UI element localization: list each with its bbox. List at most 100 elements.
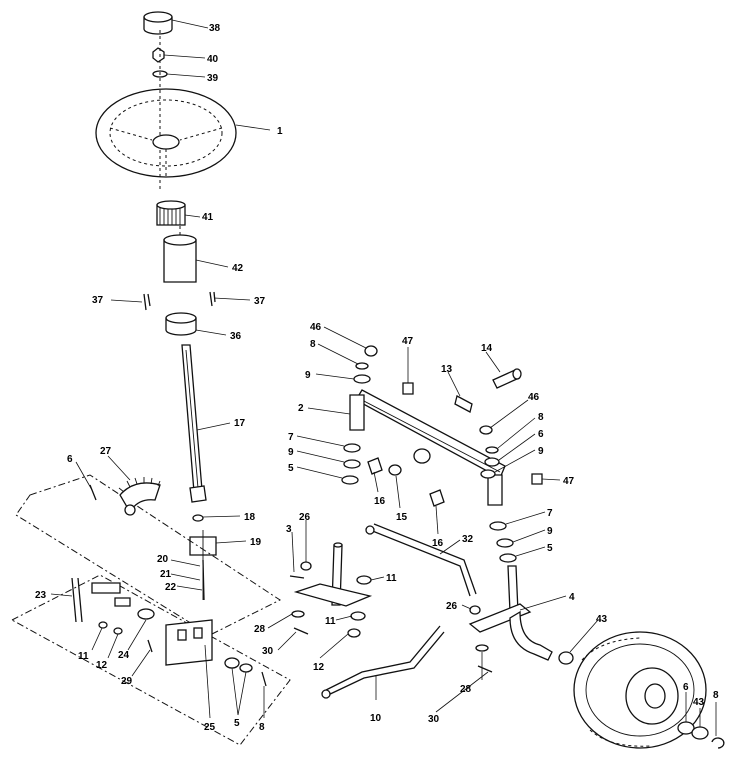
spacer-part	[114, 597, 131, 607]
washer-5-right-part	[499, 553, 517, 563]
washer-6-right-part	[484, 457, 500, 467]
column-sleeve-part	[163, 226, 197, 283]
callout-5-right: 5	[547, 543, 553, 554]
washer-43-outer-part	[691, 726, 709, 740]
callout-27: 27	[100, 446, 112, 457]
pin-16-left-part	[367, 457, 383, 475]
washer-11-lower-part	[350, 611, 366, 621]
callout-21: 21	[160, 569, 172, 580]
callout-41: 41	[202, 212, 214, 223]
callout-47-left: 47	[402, 336, 414, 347]
clip-8-lower-part	[261, 671, 267, 687]
callout-1: 1	[277, 126, 283, 137]
bushing-13-part	[454, 395, 473, 413]
clip-8-outer-part	[711, 737, 725, 749]
callout-38: 38	[209, 23, 221, 34]
callout-9-right: 9	[538, 446, 544, 457]
washers-5-part	[224, 657, 253, 673]
callout-16-left: 16	[374, 496, 386, 507]
callout-8-outer: 8	[713, 690, 719, 701]
callout-4: 4	[569, 592, 575, 603]
pinion-part	[192, 514, 204, 522]
callout-11-left: 11	[78, 651, 89, 662]
bearing-15-part	[388, 464, 402, 476]
callout-6-right: 6	[538, 429, 544, 440]
sector-gear-part	[118, 477, 161, 516]
pin-29-part	[147, 639, 153, 653]
steering-wheel-part	[95, 88, 237, 178]
axle-bar-part	[355, 389, 506, 479]
pin-30-right-part	[477, 665, 493, 673]
callout-25: 25	[204, 722, 216, 733]
washer-43-inner-part	[558, 651, 574, 665]
grease-fitting-right-part	[531, 473, 543, 485]
callout-10: 10	[370, 713, 382, 724]
washer-5-left-part	[341, 475, 359, 485]
washer-7-right-part	[489, 521, 507, 531]
support-bracket-part	[165, 619, 213, 666]
callout-18: 18	[244, 512, 256, 523]
callout-6-left: 6	[67, 454, 73, 465]
nut-12-left-part	[113, 627, 123, 635]
callout-7-left: 7	[288, 432, 294, 443]
bushing-part	[165, 312, 197, 336]
callout-47-right: 47	[563, 476, 575, 487]
callout-19: 19	[250, 537, 262, 548]
callout-37-left: 37	[92, 295, 104, 306]
washer-9b-right-part	[496, 538, 514, 548]
drag-link-32-part	[365, 523, 477, 597]
callout-15: 15	[396, 512, 408, 523]
callout-8-left: 8	[310, 339, 316, 350]
callout-2: 2	[298, 403, 304, 414]
callout-24: 24	[118, 650, 130, 661]
callout-40: 40	[207, 54, 219, 65]
steering-shaft-part	[181, 344, 207, 503]
cap-46-left-part	[364, 345, 378, 357]
washer-7-left-part	[343, 443, 361, 453]
callout-43-outer: 43	[693, 697, 705, 708]
leader-lines	[50, 19, 717, 736]
callout-8-right: 8	[538, 412, 544, 423]
callout-28-right: 28	[460, 684, 472, 695]
callout-11-lower: 11	[325, 616, 336, 627]
sector-group-outline	[15, 474, 281, 636]
callout-7-right: 7	[547, 508, 553, 519]
bolt-23-part	[71, 577, 83, 623]
callout-46-right: 46	[528, 392, 540, 403]
callout-11-center: 11	[386, 573, 397, 584]
callout-22: 22	[165, 582, 177, 593]
cap-46-right-part	[479, 425, 493, 435]
callout-20: 20	[157, 554, 169, 565]
pin-part	[202, 559, 205, 601]
washer-11-left-part	[98, 621, 108, 629]
callout-14: 14	[481, 343, 493, 354]
callout-9b-left: 9	[288, 447, 294, 458]
callout-36: 36	[230, 331, 242, 342]
callout-12-lower: 12	[313, 662, 325, 673]
grease-fitting-left-part	[402, 382, 414, 395]
callout-6-outer: 6	[683, 682, 689, 693]
clip-left-part	[143, 293, 151, 311]
bolt-14-part	[492, 368, 522, 389]
callout-3: 3	[286, 524, 292, 535]
washer-9-left-part	[353, 374, 371, 384]
cap-part	[143, 11, 173, 35]
callout-37-right: 37	[254, 296, 266, 307]
callout-labels: 38 40 39 1 41 42 37 37 36 17 27 6 18 19 …	[35, 23, 719, 733]
bolt-3-part	[289, 575, 305, 579]
gear-part	[156, 200, 186, 226]
callout-32: 32	[462, 534, 474, 545]
steering-arm-part	[293, 583, 373, 607]
callout-12-left: 12	[96, 660, 108, 671]
spindle-4-part	[468, 565, 553, 661]
nut-26-right-part	[469, 605, 481, 615]
pin-30-left-part	[293, 627, 309, 635]
callout-42: 42	[232, 263, 244, 274]
callout-43-inner: 43	[596, 614, 608, 625]
callout-26-left: 26	[299, 512, 311, 523]
callout-26-right: 26	[446, 601, 458, 612]
washer-9b-left-part	[343, 459, 361, 469]
washer-28-left-part	[291, 610, 305, 618]
callout-9b-right: 9	[547, 526, 553, 537]
